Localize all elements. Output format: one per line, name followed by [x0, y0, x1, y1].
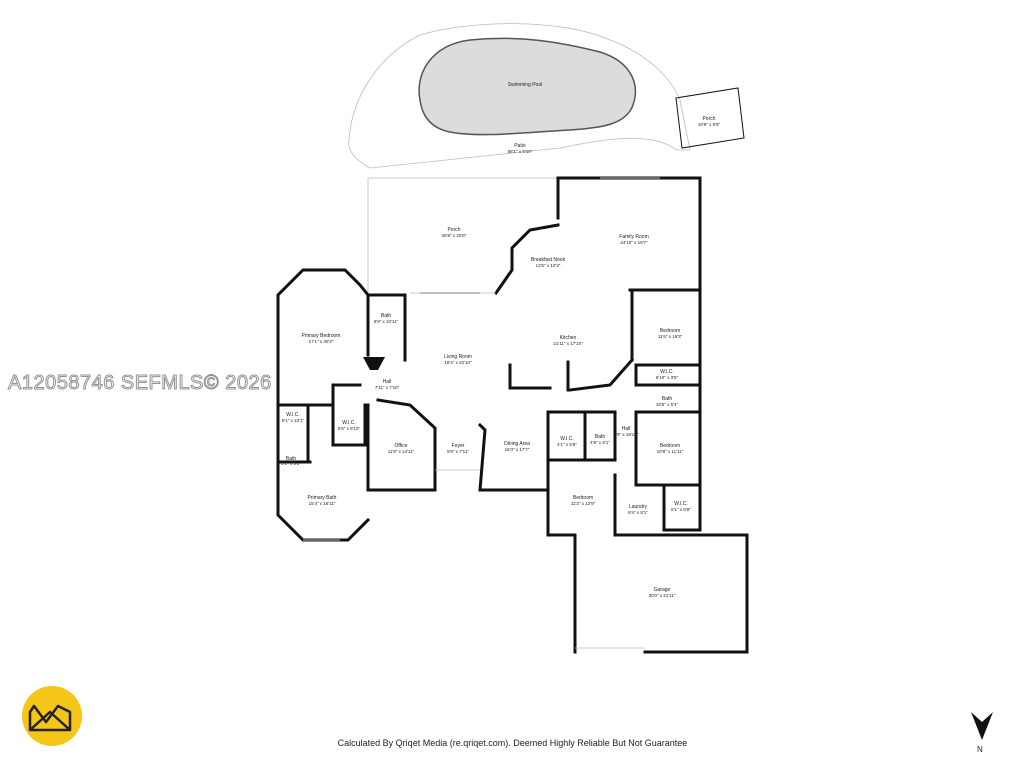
wic-1-dim: 5'1" x 10'1"	[282, 418, 305, 423]
hall-1-dim: 7'11" x 7'10"	[375, 385, 400, 390]
porch-small-outline	[675, 87, 745, 149]
living-room-dim: 18'4" x 22'10"	[444, 360, 472, 365]
garage-dim: 30'0" x 21'11"	[649, 593, 676, 598]
living-room-name: Living Room	[444, 354, 472, 360]
patio-name: Patio	[514, 143, 526, 149]
foyer-name: Foyer	[452, 443, 465, 449]
kitchen-dim: 21'11" x 17'10"	[553, 341, 583, 346]
bath-small-dim: 5'1" x 5'2"	[281, 461, 301, 466]
porch-small-name: Porch	[702, 116, 715, 122]
foyer-dim: 9'6" x 7'11"	[447, 449, 469, 454]
family-room-name: Family Room	[619, 234, 648, 240]
porch-main-dim: 35'8" x 20'8"	[442, 233, 467, 238]
office-dim: 11'8" x 14'11"	[388, 449, 415, 454]
dining-area-name: Dining Area	[504, 441, 530, 447]
primary-bath-name: Primary Bath	[308, 495, 337, 501]
primary-bath-dim: 15'4" x 16'11"	[309, 501, 336, 506]
garage-name: Garage	[654, 587, 671, 593]
bath-small-name: Bath	[286, 456, 297, 462]
bedroom-2-name: Bedroom	[660, 443, 680, 449]
outdoor-area	[348, 23, 745, 169]
laundry-name: Laundry	[629, 504, 648, 510]
qriqet-logo-icon	[22, 686, 82, 746]
wic-2-dim: 5'6" x 8'10"	[338, 426, 361, 431]
wic-4-dim: 6'1" x 6'8"	[671, 507, 691, 512]
wic-3-name: W.I.C.	[660, 369, 674, 375]
bath-1-name: Bath	[381, 313, 392, 319]
bath-2-dim: 10'5" x 5'4"	[656, 402, 679, 407]
bedroom-2-dim: 10'9" x 11'11"	[657, 449, 684, 454]
north-label: N	[977, 745, 983, 754]
swimming-pool-name: Swimming Pool	[508, 82, 542, 88]
porch-small-dim: 10'9" x 9'8"	[698, 122, 721, 127]
bedroom-1-dim: 11'6" x 16'3"	[658, 334, 683, 339]
hall-2-dim: 3'9" x 19'10"	[614, 432, 639, 437]
hall-2-name: Hall	[622, 426, 631, 432]
bedroom-3-dim: 11'2" x 12'9"	[571, 501, 596, 506]
breakfast-nook-name: Breakfast Nook	[531, 257, 566, 263]
wic-4-name: W.I.C.	[674, 501, 688, 507]
laundry-dim: 8'4" x 8'1"	[628, 510, 648, 515]
kitchen-name: Kitchen	[560, 335, 577, 341]
bath-3-name: Bath	[595, 434, 606, 440]
breakfast-nook-dim: 13'5" x 10'3"	[536, 263, 561, 268]
walls	[276, 176, 749, 654]
footer-disclaimer: Calculated By Qriqet Media (re.qriqet.co…	[337, 738, 688, 748]
wic-3-dim: 6'10" x 3'5"	[656, 375, 679, 380]
bath-3-dim: 4'9" x 8'1"	[590, 440, 610, 445]
watermark: A12058746 SEFMLS© 2026	[8, 372, 272, 395]
primary-bedroom-name: Primary Bedroom	[302, 333, 341, 339]
wic-small-dim: 4'1" x 5'8"	[557, 442, 577, 447]
bedroom-3-name: Bedroom	[573, 495, 593, 501]
swimming-pool-shape	[418, 37, 637, 136]
family-room-dim: 24'10" x 19'7"	[620, 240, 648, 245]
bath-2-name: Bath	[662, 396, 673, 402]
patio-dim: 58'1" x 6'10"	[508, 149, 533, 154]
hall-1-name: Hall	[383, 379, 392, 385]
bath-1-dim: 6'9" x 10'11"	[374, 319, 399, 324]
wic-2-name: W.I.C.	[342, 420, 356, 426]
dining-area-dim: 16'3" x 17'7"	[505, 447, 530, 452]
primary-bedroom-dim: 17'1" x 30'3"	[309, 339, 334, 344]
bedroom-1-name: Bedroom	[660, 328, 680, 334]
wic-1-name: W.I.C.	[286, 412, 300, 418]
porch-main-name: Porch	[447, 227, 460, 233]
wic-small-name: W.I.C.	[560, 436, 574, 442]
north-arrow-icon	[971, 712, 993, 740]
office-name: Office	[395, 443, 408, 449]
